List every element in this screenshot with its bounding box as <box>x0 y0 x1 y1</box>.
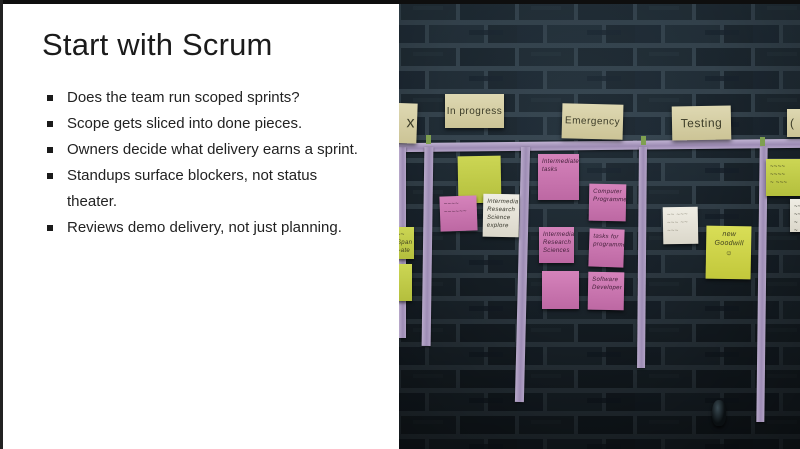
green-tape-tab <box>760 137 765 146</box>
note-text: ~~ ~~ ~ ~~ ~ ~~ ~~~ <box>794 204 800 232</box>
bullet-item: Scope gets sliced into done pieces. <box>42 111 360 137</box>
note-text: Software Developer <box>592 276 623 292</box>
canvas-top-edge <box>0 0 800 4</box>
note-text: Computer Programmer <box>592 188 627 204</box>
slide-title: Start with Scrum <box>42 27 273 62</box>
sticky-note: Computer Programmer <box>588 183 627 222</box>
column-header-emergency: Emergency <box>561 103 624 140</box>
note-text: Intermediate tasks <box>542 159 579 174</box>
sticky-note <box>542 271 579 309</box>
note-text: Intermediate Research Sciences <box>543 232 574 255</box>
sticky-note: ~~~~ ~~~~~~ <box>439 195 478 232</box>
sticky-note: ~~ ~~ ~ ~~ ~ ~~ ~~~ <box>790 199 800 232</box>
note-text: tasks for programmers <box>593 233 625 249</box>
sticky-note: ~~~~ ~~~~ ~ ~~~ <box>766 159 800 196</box>
note-text: ~~ Span ~ate <box>399 232 413 255</box>
column-header-testing: Testing <box>671 105 732 141</box>
column-header-in-progress: In progress <box>445 94 504 128</box>
sticky-note: tasks for programmers <box>588 228 625 268</box>
slide-text-block: Start with Scrum Does the team run scope… <box>42 27 382 241</box>
bullet-item: Reviews demo delivery, not just planning… <box>42 215 360 241</box>
note-text: ~~ ~~~ ~~~ ~~ ~~~ <box>666 211 689 235</box>
sticky-note: Intermedia Research Science explore <box>482 193 520 238</box>
bullet-item: Standups surface blockers, not status th… <box>42 163 360 215</box>
sticky-note: ~~ Span ~ate <box>399 227 414 259</box>
sticky-note: new Goodwill ☺ <box>705 225 752 280</box>
note-text <box>462 160 498 161</box>
sticky-note <box>399 264 412 301</box>
wall-hook <box>712 400 726 426</box>
sticky-note: ~~ ~~~ ~~~ ~~ ~~~ <box>662 206 699 245</box>
note-text: ~~~~ ~~~~ ~ ~~~ <box>770 164 788 187</box>
scrum-board-photo: x In progress Emergency Testing ( ~~ Spa… <box>399 0 800 449</box>
green-tape-tab <box>641 136 646 145</box>
green-tape-tab <box>426 135 431 144</box>
sticky-note: Software Developer <box>587 271 625 311</box>
bullet-item: Does the team run scoped sprints? <box>42 85 360 111</box>
note-text: ~~~~ ~~~~~~ <box>443 200 467 216</box>
sticky-note: Intermediate Research Sciences <box>539 227 574 263</box>
column-header-partial-right: ( <box>787 109 800 137</box>
sticky-note: Intermediate tasks <box>538 154 579 200</box>
bullet-item: Owners decide what delivery earns a spri… <box>42 137 360 163</box>
bullet-list: Does the team run scoped sprints? Scope … <box>42 85 360 241</box>
note-text: new Goodwill ☺ <box>714 230 744 257</box>
canvas-left-edge <box>0 0 3 449</box>
column-header-partial-left: x <box>399 102 418 144</box>
note-text: Intermedia Research Science explore <box>486 198 519 230</box>
